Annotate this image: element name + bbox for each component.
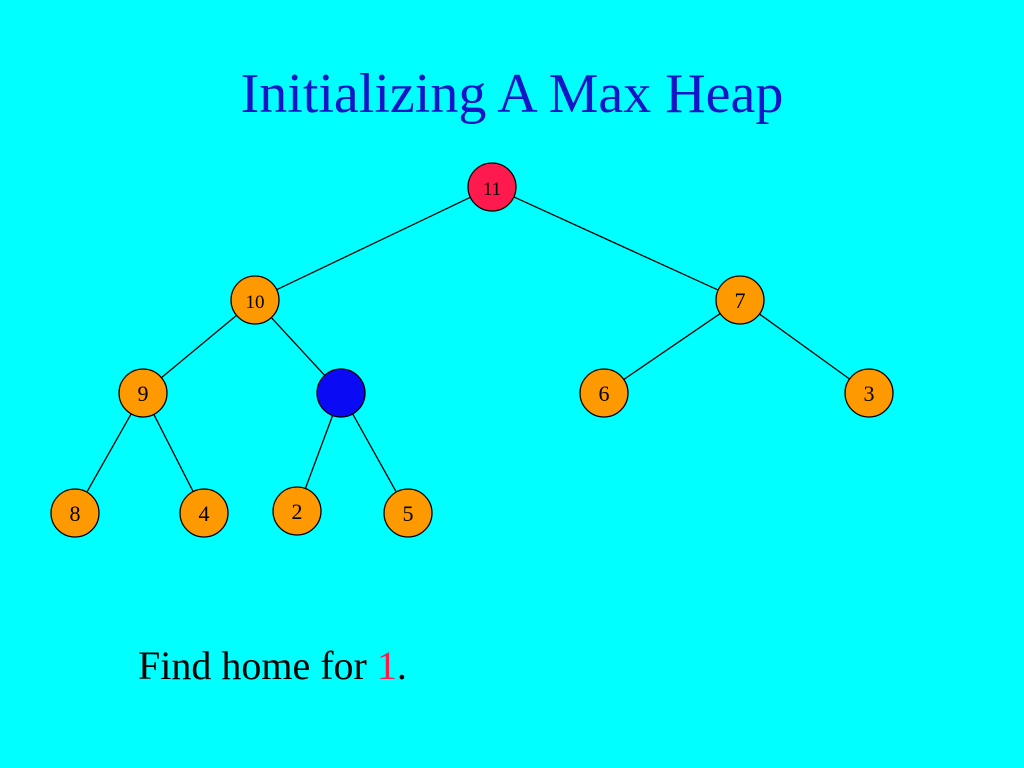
- caption-prefix: Find home for: [138, 643, 377, 688]
- tree-node-circle: [579, 368, 629, 418]
- tree-nodes: 11 10 7 9 6 3 8 4 2 5: [50, 162, 894, 538]
- tree-edge-n3-n6: [623, 313, 721, 380]
- tree-node-label: 7: [735, 288, 746, 313]
- tree-edge-n5-n11: [352, 413, 397, 493]
- tree-node-circle: [844, 368, 894, 418]
- tree-node-label: 5: [403, 501, 414, 526]
- tree-node-circle: [467, 162, 517, 212]
- tree-edge-n2-n4: [161, 314, 237, 379]
- tree-edge-n5-n10: [304, 415, 334, 489]
- tree-edge-n4-n8: [86, 413, 132, 493]
- tree-node-n2: 10: [230, 275, 280, 325]
- tree-edge-n1-n2: [276, 196, 471, 291]
- tree-node-circle: [272, 486, 322, 536]
- tree-node-circle: [179, 488, 229, 538]
- tree-node-n1: 11: [467, 162, 517, 212]
- tree-node-n10: 2: [272, 486, 322, 536]
- slide-title: Initializing A Max Heap: [240, 63, 784, 125]
- tree-node-label: 6: [599, 381, 610, 406]
- tree-node-n8: 8: [50, 488, 100, 538]
- tree-node-n7: 3: [844, 368, 894, 418]
- tree-node-label: 9: [138, 381, 149, 406]
- tree-node-label: 3: [864, 381, 875, 406]
- tree-node-n11: 5: [383, 488, 433, 538]
- tree-edge-n3-n7: [759, 313, 850, 380]
- tree-node-label: 2: [292, 499, 303, 524]
- tree-node-n5: [316, 368, 366, 418]
- tree-node-n9: 4: [179, 488, 229, 538]
- tree-node-circle: [50, 488, 100, 538]
- caption-highlight: 1: [376, 643, 397, 688]
- tree-edge-n1-n3: [513, 196, 719, 291]
- tree-node-circle: [715, 275, 765, 325]
- tree-node-n4: 9: [118, 368, 168, 418]
- tree-edge-n2-n5: [270, 317, 326, 376]
- tree-node-circle: [118, 368, 168, 418]
- caption-suffix: .: [396, 643, 407, 688]
- tree-edge-n4-n9: [153, 414, 194, 492]
- tree-node-label: 10: [246, 292, 265, 313]
- tree-node-circle: [383, 488, 433, 538]
- tree-node-n6: 6: [579, 368, 629, 418]
- tree-node-circle: [230, 275, 280, 325]
- tree-node-n3: 7: [715, 275, 765, 325]
- tree-node-label: 4: [199, 501, 210, 526]
- tree-node-label: 11: [483, 179, 501, 200]
- caption: Find home for 1.: [138, 640, 407, 692]
- tree-node-label: 8: [70, 501, 81, 526]
- tree-node-circle: [316, 368, 366, 418]
- tree-edges: [86, 196, 850, 493]
